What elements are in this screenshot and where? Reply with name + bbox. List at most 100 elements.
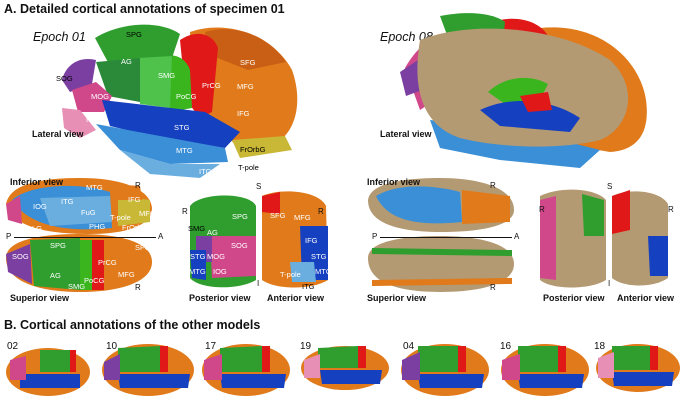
axis-right-a: A [514, 232, 520, 241]
anterior-label-sfg: SFG [270, 211, 286, 220]
model-label-17: 17 [205, 341, 217, 352]
region-smg [138, 56, 172, 108]
inferior-occipital [6, 196, 22, 224]
label-ifg: IFG [237, 109, 250, 118]
region-insula-red [520, 92, 552, 112]
section-a-title: A. Detailed cortical annotations of spec… [4, 2, 285, 16]
label-itg: ITG [199, 167, 212, 176]
posterior-label-mtg: MTG [189, 267, 206, 276]
model-label-10: 10 [106, 341, 118, 352]
superior-prcg [92, 240, 104, 290]
label-sfg: SFG [240, 58, 256, 67]
region-orbital [232, 136, 292, 158]
model-17-brain [202, 344, 290, 396]
region-sfg [205, 29, 286, 70]
region-hippocampal-blue [480, 100, 580, 132]
model-label-16: 16 [500, 341, 512, 352]
region-sog-right [400, 60, 422, 96]
label-spg: SPG [126, 30, 142, 39]
model-02-brain [6, 348, 90, 396]
inferior-label-mtg: MTG [86, 183, 103, 192]
inferior-view-label-right: Inferior view [367, 177, 421, 187]
anterior-label-itg: ITG [302, 282, 315, 291]
model-16-brain [501, 344, 589, 396]
anterior-tpole [290, 262, 316, 282]
posterior-rim-right [540, 196, 556, 280]
axis-left-line [14, 237, 156, 238]
superior-label-sfg: SFG [135, 243, 151, 252]
inferior-label-frorbg: FrOrbG [122, 223, 148, 232]
axis-right-p: P [372, 232, 378, 241]
superior-occipital [6, 244, 32, 284]
superior-label-ag: AG [50, 271, 61, 280]
superior-orient-r: R [135, 283, 141, 292]
lateral-brain-regions [62, 24, 298, 178]
superior-parietal [30, 238, 80, 290]
region-ag [96, 58, 140, 102]
label-smg: SMG [158, 71, 176, 80]
region-sog [62, 58, 96, 92]
anterior-view-label-left: Anterior view [267, 293, 325, 303]
section-b-title: B. Cortical annotations of the other mod… [4, 318, 261, 332]
label-prcg: PrCG [202, 81, 221, 90]
posterior-occipital [210, 236, 256, 278]
posterior-view-brain [190, 195, 256, 288]
posterior-label-smg: SMG [188, 224, 206, 233]
label-mtg: MTG [176, 146, 193, 155]
superior-label-mfg: MFG [118, 270, 135, 279]
superior-view-label-left: Superior view [10, 293, 70, 303]
anterior-view-brain [262, 191, 328, 288]
inferior-orient-r: R [135, 181, 141, 190]
inferior-label-fug: FuG [81, 208, 96, 217]
anterior-orient-r: R [318, 207, 324, 216]
anterior-label-tpole: T-pole [280, 270, 301, 279]
label-mog: MOG [91, 92, 109, 101]
model-10-brain [102, 344, 194, 396]
anterior-label-mtg: MTG [315, 267, 332, 276]
label-frorbg: FrOrbG [240, 145, 266, 154]
inferior-label-itg: ITG [61, 197, 74, 206]
lateral-view-label-left: Lateral view [32, 129, 84, 139]
inferior-label-mfg: MFG [139, 209, 156, 218]
label-mfg: MFG [237, 82, 254, 91]
inferior-temporal-right [376, 186, 462, 224]
label-sog: SOG [56, 74, 73, 83]
posterior-label-iog: IOG [213, 267, 227, 276]
posterior-temporal [190, 250, 206, 280]
inferior-orbital [118, 196, 150, 226]
model-label-04: 04 [403, 341, 415, 352]
superior-label-spg: SPG [50, 241, 66, 250]
lateral-view-label-right: Lateral view [380, 129, 432, 139]
superior-right-orient-r: R [490, 283, 496, 292]
superior-rim2-right [372, 278, 512, 286]
post-ant-orient-s: S [256, 182, 262, 191]
posterior-label-ag: AG [207, 228, 218, 237]
region-spg [95, 24, 180, 66]
model-04-brain [401, 344, 489, 396]
anterior-rim-right [612, 190, 630, 234]
anterior-view-label-right: Anterior view [617, 293, 675, 303]
posterior-view-brain-right [540, 189, 606, 288]
inferior-label-ifg: IFG [128, 195, 141, 204]
superior-view-brain [6, 234, 152, 292]
inferior-label-tpole: T-pole [110, 213, 131, 222]
superior-label-prcg: PrCG [98, 258, 117, 267]
inferior-label-lg: LG [32, 224, 43, 233]
region-itg [120, 150, 220, 178]
label-stg: STG [174, 123, 190, 132]
posterior-view-label-left: Posterior view [189, 293, 251, 303]
model-label-02: 02 [7, 341, 19, 352]
posterior-green-right [582, 194, 604, 236]
region-iog [62, 108, 96, 138]
post-ant-orient-i: I [257, 279, 260, 288]
superior-view-label-right: Superior view [367, 293, 427, 303]
superior-label-smg: SMG [68, 282, 86, 291]
anterior-prcg [262, 192, 280, 214]
models-row [6, 344, 680, 396]
superior-view-brain-right [368, 236, 514, 292]
inferior-fusiform [40, 196, 112, 226]
posterior-orient-r: R [182, 207, 188, 216]
model-18-brain [596, 344, 680, 392]
label-ag: AG [121, 57, 132, 66]
